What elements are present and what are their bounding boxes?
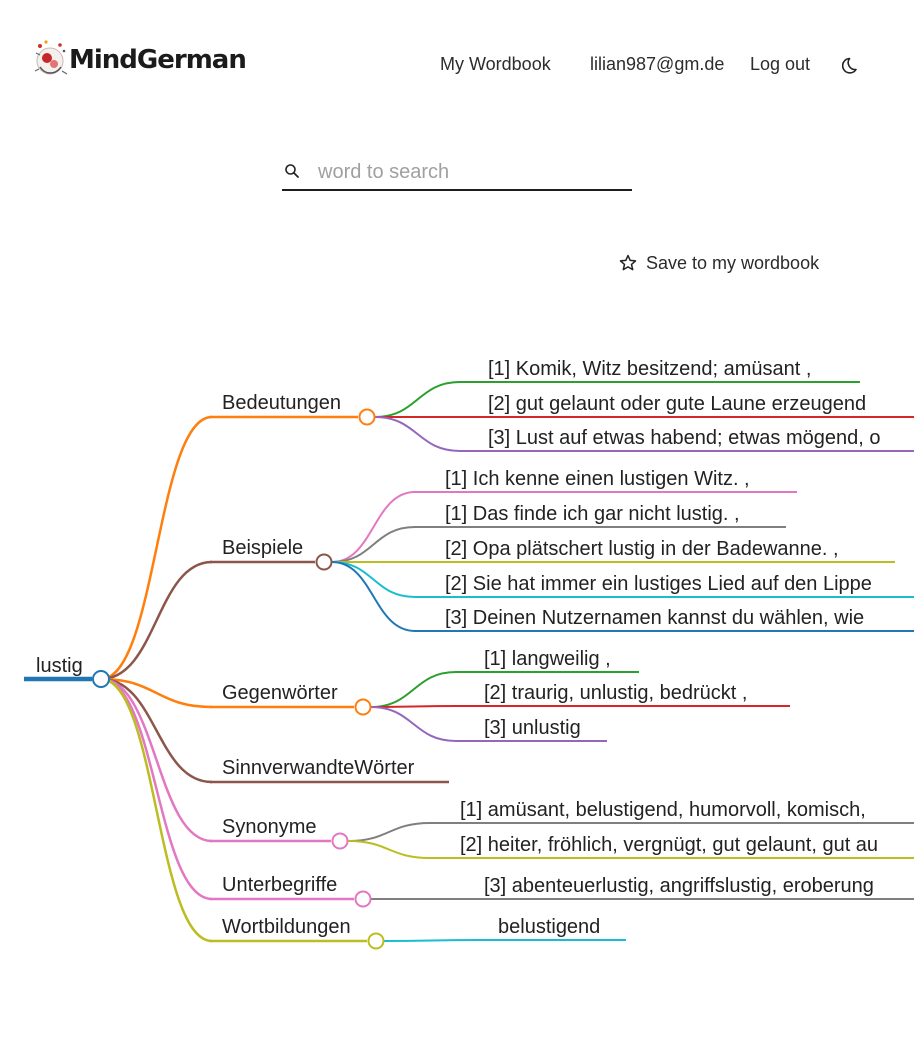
branch-label[interactable]: Wortbildungen	[222, 916, 351, 938]
star-icon	[619, 254, 637, 271]
child-label: [1] langweilig ,	[484, 648, 611, 670]
search-input[interactable]	[318, 159, 618, 185]
logout-link[interactable]: Log out	[750, 54, 811, 74]
brain-mascot-icon	[34, 40, 68, 75]
child-edge	[331, 561, 416, 632]
branch-edge	[100, 677, 213, 901]
child-label: [2] Opa plätschert lustig in der Badewan…	[445, 538, 839, 560]
child-label: [3] Lust auf etwas habend; etwas mögend,…	[488, 427, 880, 449]
child-edge	[331, 526, 416, 563]
branch-edge	[100, 560, 213, 681]
child-label: [2] traurig, unlustig, bedrückt ,	[484, 682, 747, 704]
child-label: [2] Sie hat immer ein lustiges Lied auf …	[445, 573, 872, 595]
child-edge	[331, 561, 416, 598]
child-edge	[383, 939, 481, 942]
moon-icon[interactable]	[842, 55, 862, 75]
child-edge	[370, 671, 457, 708]
child-label: [3] Deinen Nutzernamen kannst du wählen,…	[445, 607, 864, 629]
child-label: [3] abenteuerlustig, angriffslustig, ero…	[484, 875, 874, 897]
branch-collapse-toggle[interactable]	[367, 932, 385, 950]
nav-my-wordbook-link[interactable]: My Wordbook	[440, 54, 551, 74]
branch-edge	[100, 677, 213, 943]
root-collapse-toggle[interactable]	[92, 670, 110, 688]
branch-collapse-toggle[interactable]	[358, 408, 376, 426]
branch-label[interactable]: Gegenwörter	[222, 682, 338, 704]
child-edge	[370, 706, 457, 742]
child-label: [2] heiter, fröhlich, vergnügt, gut gela…	[460, 834, 878, 856]
child-label: [1] Ich kenne einen lustigen Witz. ,	[445, 468, 750, 490]
branch-label[interactable]: Beispiele	[222, 537, 303, 559]
child-label: [1] amüsant, belustigend, humorvoll, kom…	[460, 799, 866, 821]
child-edge	[370, 705, 457, 708]
child-label: [1] Komik, Witz besitzend; amüsant ,	[488, 358, 811, 380]
branch-collapse-toggle[interactable]	[315, 553, 333, 571]
child-edge	[347, 840, 431, 859]
brand-name: MindGerman	[69, 45, 247, 75]
branch-collapse-toggle[interactable]	[354, 890, 372, 908]
header: MindGerman My Wordbook lilian987@gm.de L…	[0, 0, 914, 120]
child-edge	[331, 491, 416, 563]
branch-label[interactable]: Bedeutungen	[222, 392, 341, 414]
branch-edge	[100, 677, 213, 709]
branch-edge	[100, 415, 213, 681]
branch-edge	[100, 677, 213, 784]
child-label: [1] Das finde ich gar nicht lustig. ,	[445, 503, 740, 525]
branch-label[interactable]: SinnverwandteWörter	[222, 757, 415, 779]
search-bar	[282, 155, 632, 191]
branch-label[interactable]: Unterbegriffe	[222, 874, 337, 896]
user-email: lilian987@gm.de	[590, 54, 725, 74]
branch-collapse-toggle[interactable]	[354, 698, 372, 716]
child-edge	[374, 381, 461, 418]
child-label: belustigend	[498, 916, 600, 938]
child-edge	[374, 416, 461, 452]
brand-logo[interactable]: MindGerman	[32, 36, 247, 82]
child-label: [2] gut gelaunt oder gute Laune erzeugen…	[488, 393, 866, 415]
root-word: lustig	[36, 655, 83, 677]
branch-collapse-toggle[interactable]	[331, 832, 349, 850]
search-icon[interactable]	[284, 163, 300, 179]
branch-label[interactable]: Synonyme	[222, 816, 317, 838]
branch-edge	[100, 677, 213, 843]
save-to-wordbook-button[interactable]: Save to my wordbook	[618, 250, 819, 276]
child-edge	[347, 822, 431, 842]
child-label: [3] unlustig	[484, 717, 581, 739]
save-label: Save to my wordbook	[646, 252, 820, 273]
mindmap: lustig Bedeutungen [1] Komik, Witz besitze…	[24, 358, 914, 950]
